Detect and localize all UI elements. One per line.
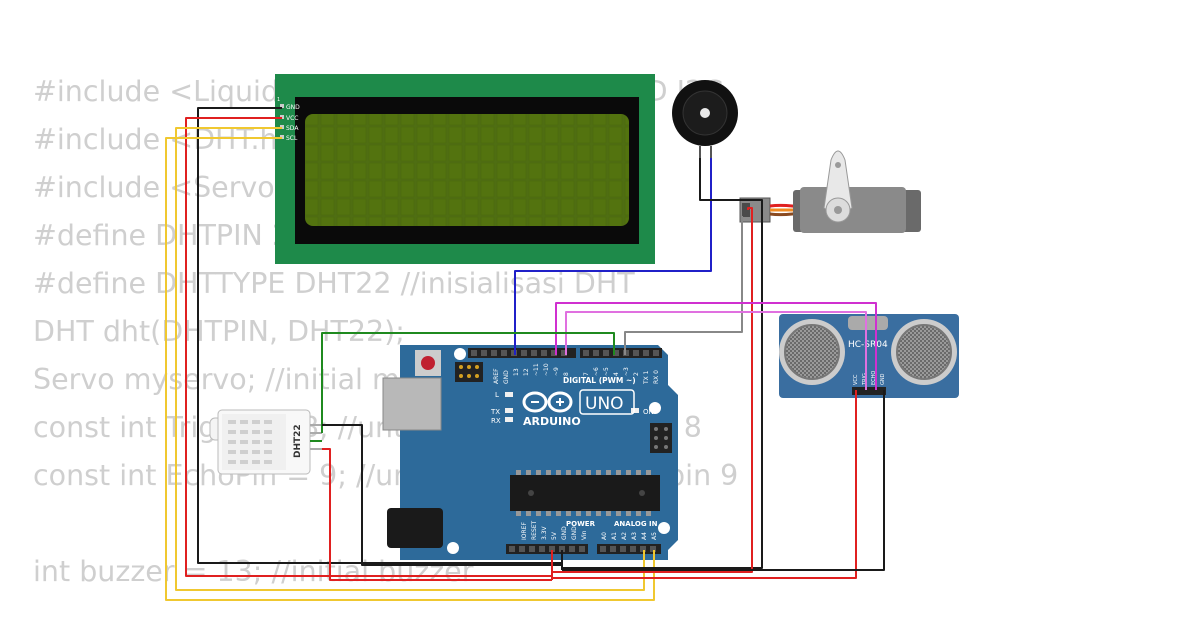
pin-label-a5: A5 — [651, 532, 658, 540]
ultrasonic-pin-gnd-label: GND — [880, 373, 886, 385]
power-pin-labels: IOREF RESET 3.3V 5V GND GND Vin — [521, 520, 588, 540]
ultrasonic-pin-echo-label: ECHO — [871, 371, 877, 385]
arduino-uno-board: AREF GND 13 12 ~11 ~10 ~9 8 7 ~6 ~5 4 ~3… — [382, 345, 678, 560]
dht22-sensor: DHT22 — [209, 409, 322, 475]
wire-servo-vcc — [552, 207, 753, 573]
analog-pin-labels: A0 A1 A2 A3 A4 A5 — [601, 532, 658, 540]
wire-ultrasonic-echo — [555, 302, 877, 390]
led-l-label: L — [495, 391, 499, 399]
wire-ultrasonic-gnd — [562, 390, 885, 571]
lcd-pin-vcc-label: VCC — [286, 115, 298, 122]
pin-label-9: ~9 — [553, 367, 560, 376]
wire-lcd-sda — [175, 127, 645, 591]
wire-servo-signal — [624, 216, 743, 355]
arduino-model-text: UNO — [585, 394, 624, 414]
led-on-label: ON — [643, 408, 654, 416]
pin-label-8: 8 — [563, 372, 570, 376]
pin-label-gnd-2: GND — [571, 526, 578, 540]
lcd-module: 1 GND VCC SDA SCL — [275, 74, 655, 264]
wire-dht-gnd — [322, 424, 562, 566]
arduino-logo-text: ARDUINO — [523, 415, 581, 428]
pin-label-13: 13 — [513, 368, 520, 376]
digital-pin-labels: AREF GND 13 12 ~11 ~10 ~9 8 7 ~6 ~5 4 ~3… — [493, 363, 660, 385]
pin-label-a0: A0 — [601, 532, 608, 540]
ultrasonic-sensor: HC-SR04 VCC TRIG ECHO GND — [779, 314, 959, 398]
pin-label-12: 12 — [523, 368, 530, 376]
pin-label-4: 4 — [613, 372, 620, 376]
pin-label-vin: Vin — [581, 530, 588, 540]
lcd-pin-scl-label: SCL — [286, 135, 298, 142]
arduino-infinity-logo — [522, 391, 573, 413]
pin-label-rx0: RX 0 — [653, 370, 660, 384]
ultrasonic-pin-header — [852, 387, 886, 395]
pin-label-11: ~11 — [533, 363, 540, 376]
wire-lcd-scl — [165, 137, 655, 601]
dht22-label: DHT22 — [293, 424, 303, 458]
wire-buzzer-signal — [514, 158, 712, 355]
lcd-pin-gnd-label: GND — [286, 104, 300, 111]
dht22-vents — [228, 420, 272, 464]
lcd-pin1-label: 1 — [277, 97, 280, 103]
analog-header-label: ANALOG IN — [614, 520, 658, 528]
wire-buzzer-gnd — [562, 158, 763, 569]
wire-dht-data — [321, 332, 615, 433]
servo-motor — [739, 150, 921, 233]
pin-label-a4: A4 — [641, 532, 648, 540]
pin-label-7: 7 — [583, 372, 590, 376]
pin-label-a1: A1 — [611, 532, 618, 540]
ultrasonic-label: HC-SR04 — [848, 340, 888, 350]
code-line: DHT dht(DHTPIN, DHT22); — [33, 315, 405, 348]
ultrasonic-pin-vcc-label: VCC — [853, 374, 859, 385]
pin-label-aref: AREF — [493, 368, 500, 384]
pin-label-6: ~6 — [593, 367, 600, 376]
pin-label-tx1: TX 1 — [643, 370, 650, 385]
pin-label-10: ~10 — [543, 363, 550, 376]
wire-dht-vcc — [322, 448, 552, 581]
pin-label-reset: RESET — [531, 520, 538, 540]
pin-label-a3: A3 — [631, 532, 638, 540]
wires — [165, 107, 885, 601]
power-header-label: POWER — [566, 520, 596, 528]
digital-header-label: DIGITAL (PWM ~) — [563, 376, 636, 385]
pin-label-3: ~3 — [623, 367, 630, 376]
code-line: int buzzer = 13; //initial buzzer — [33, 555, 474, 588]
pin-label-gnd-1: GND — [561, 526, 568, 540]
led-rx-label: RX — [491, 417, 501, 425]
pin-label-3v3: 3.3V — [541, 525, 548, 540]
wire-ultrasonic-vcc — [552, 390, 857, 579]
pin-label-5: ~5 — [603, 367, 610, 376]
pin-label-a2: A2 — [621, 532, 628, 540]
buzzer — [672, 80, 738, 158]
pin-label-2: 2 — [633, 372, 640, 376]
pin-label-gnd: GND — [503, 370, 510, 384]
pin-label-ioref: IOREF — [521, 522, 528, 540]
lcd-pin-sda-label: SDA — [286, 125, 299, 132]
pin-label-5v: 5V — [551, 531, 558, 540]
led-tx-label: TX — [490, 408, 500, 416]
